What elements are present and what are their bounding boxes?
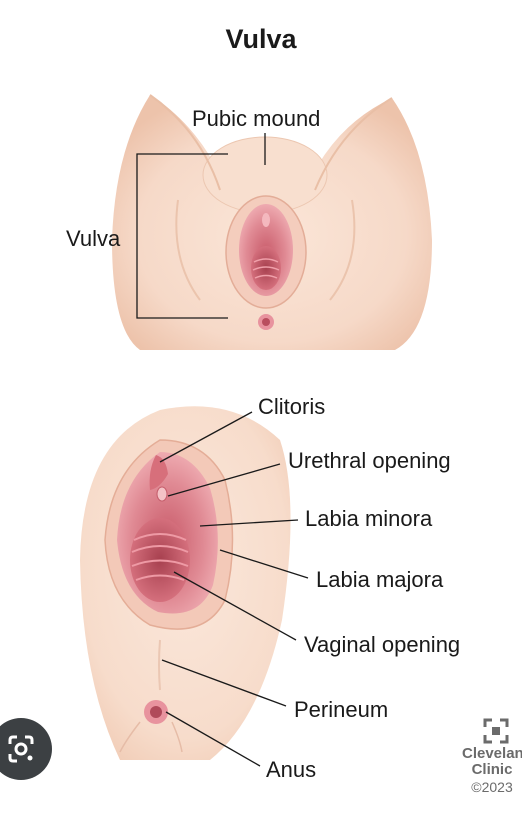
label-labia-majora: Labia majora [316,567,444,592]
leader-urethral-opening [167,463,281,497]
google-lens-icon [8,735,34,763]
label-clitoris: Clitoris [258,394,325,419]
leader-clitoris [159,411,253,463]
leader-perineum [161,659,287,707]
top-anatomy-illustration [112,94,432,350]
logo-line-2: Clinic [471,761,513,778]
leader-anus [165,711,261,767]
label-pubic-mound: Pubic mound [192,106,320,131]
leader-labia-minora [199,519,299,527]
logo-line-1: Clevelan [462,745,522,762]
label-vaginal-opening: Vaginal opening [304,632,460,657]
cleveland-clinic-cross-icon [483,718,509,744]
bracket-vulva [136,153,228,319]
label-perineum: Perineum [294,697,388,722]
label-anus: Anus [266,757,316,782]
leader-vaginal-opening [173,571,297,641]
label-labia-minora: Labia minora [305,506,433,531]
leader-labia-majora [219,549,309,579]
label-urethral-opening: Urethral opening [288,448,451,473]
logo-copyright: ©2023 [471,779,513,795]
google-lens-button[interactable] [0,718,52,780]
diagram-title: Vulva [225,24,297,54]
bottom-anatomy-illustration [80,406,291,760]
cleveland-clinic-logo: Clevelan Clinic ©2023 [462,720,522,796]
label-vulva: Vulva [66,226,121,251]
